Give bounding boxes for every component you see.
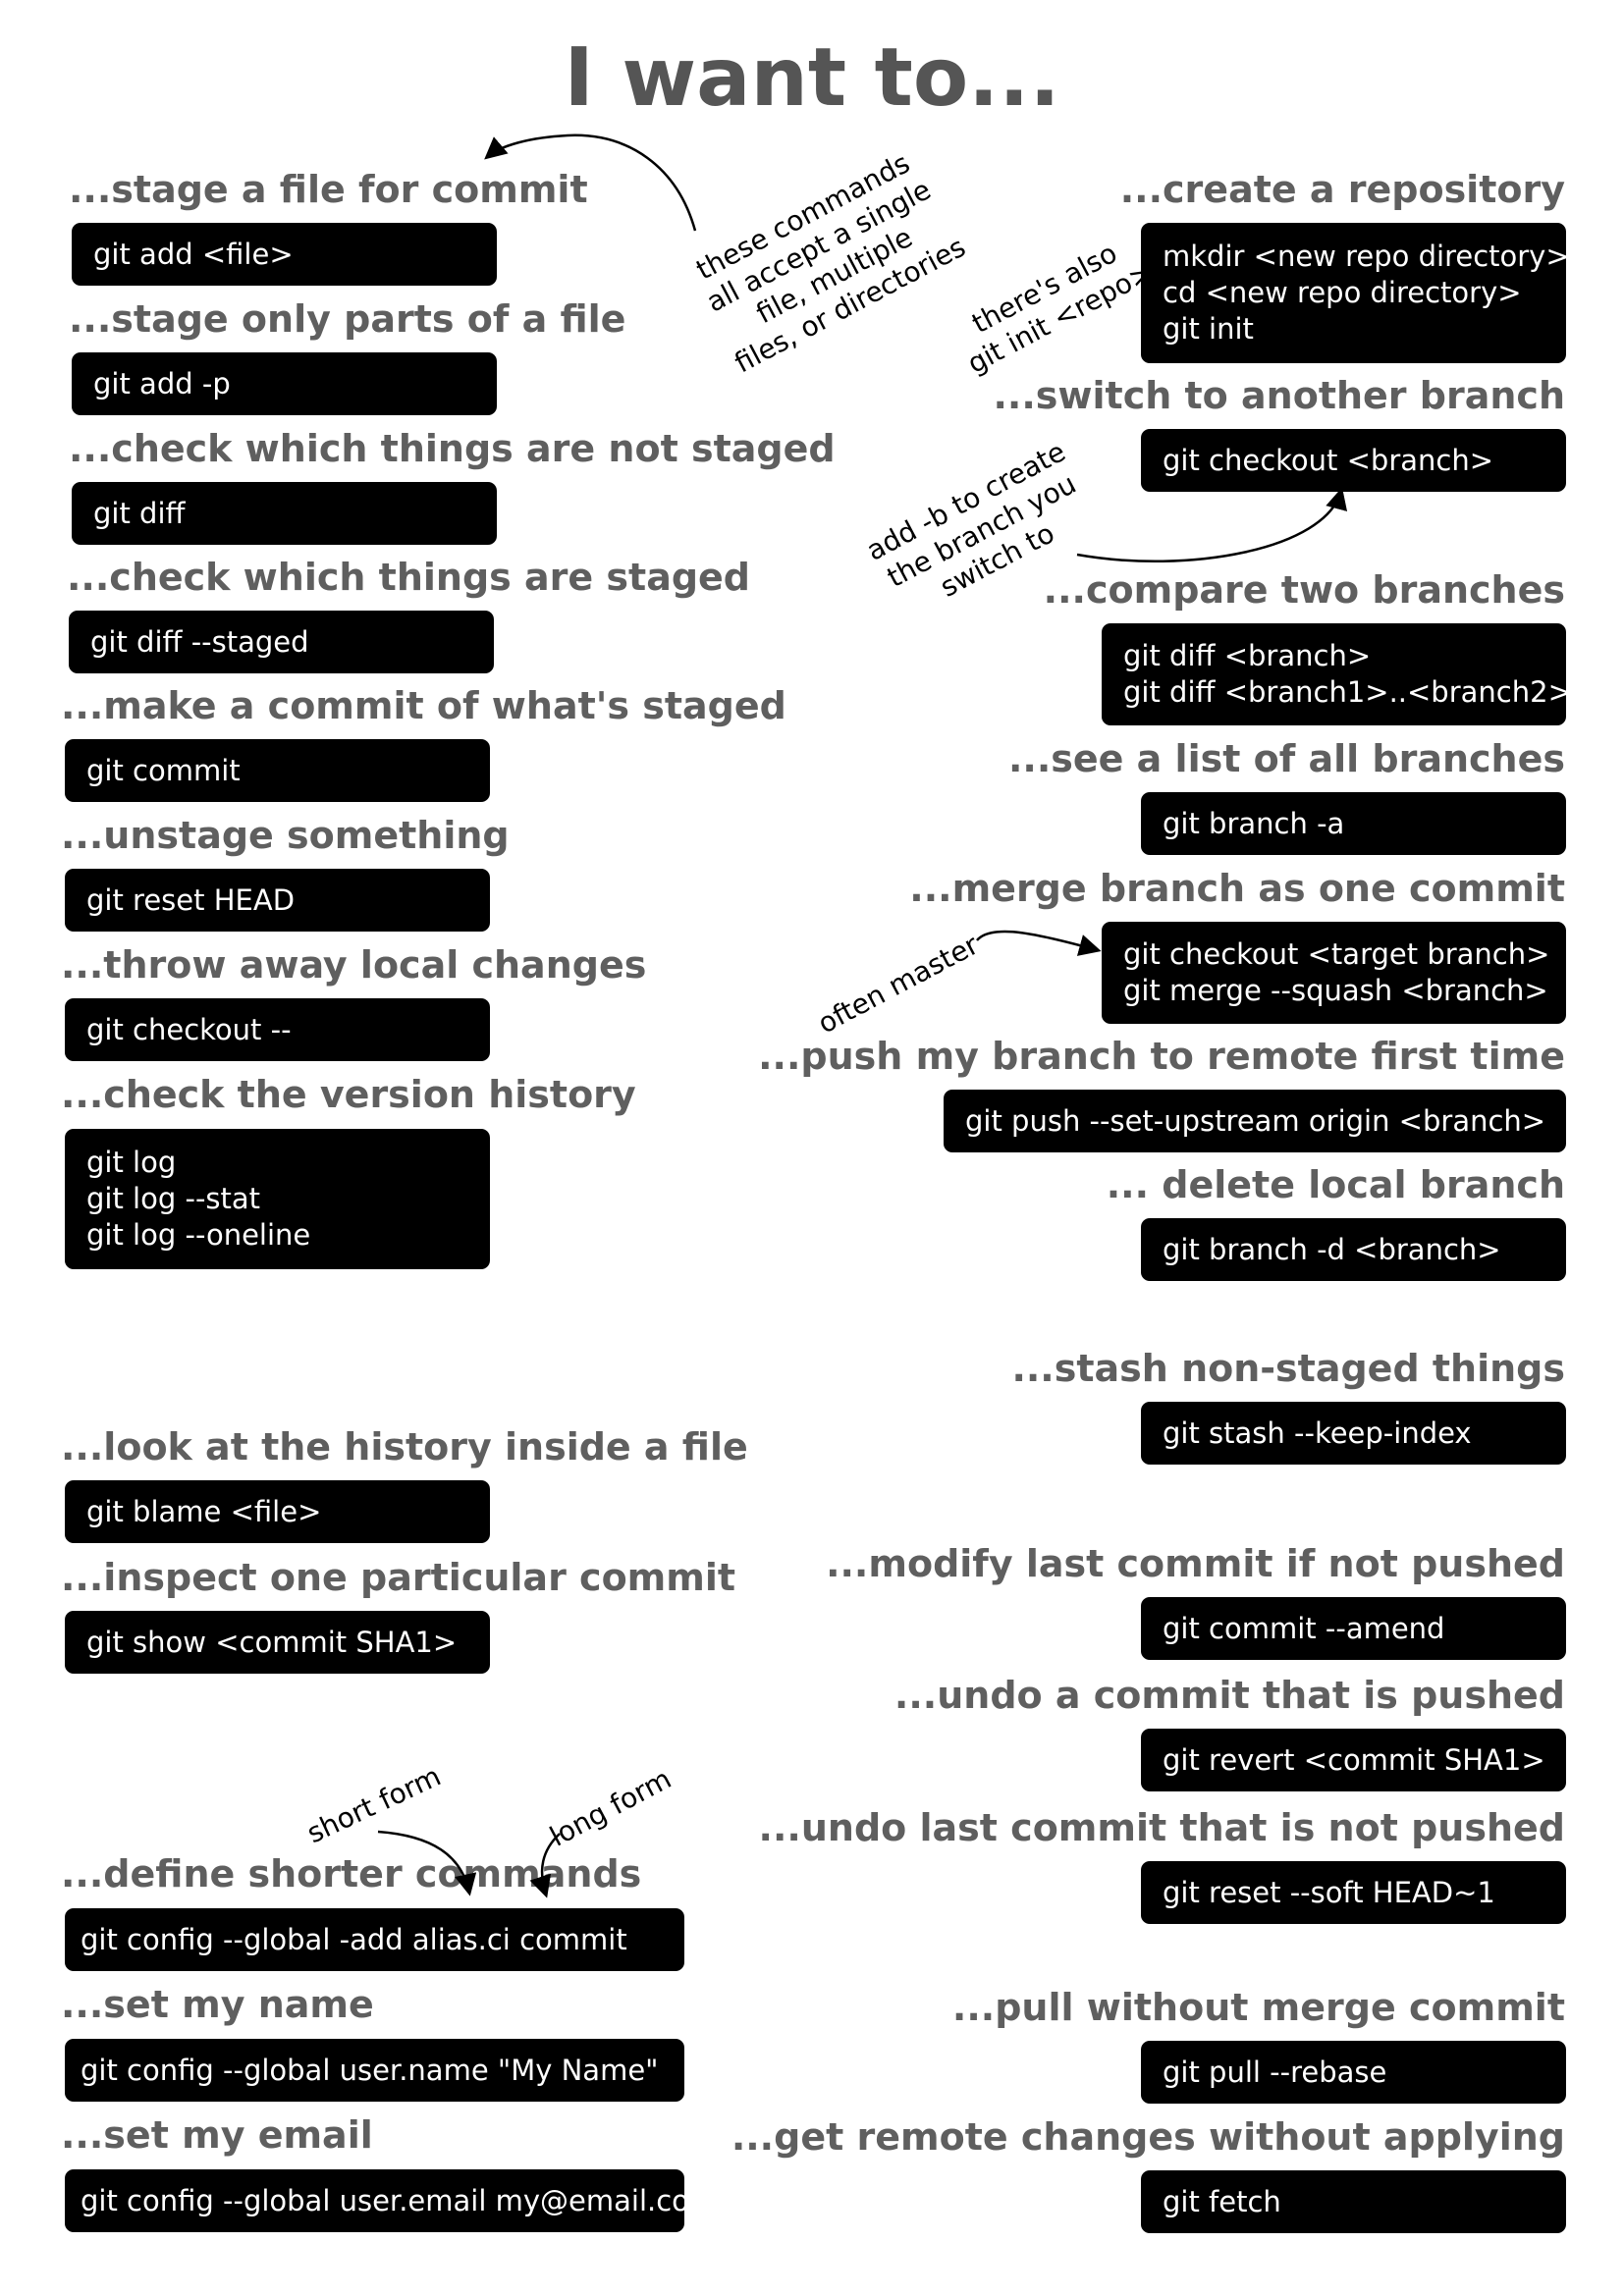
command-box-commit: git commit	[65, 739, 490, 802]
command-line: git config --global user.name "My Name"	[81, 2053, 659, 2087]
heading-revert: ...undo a commit that is pushed	[893, 1674, 1565, 1717]
heading-list-branches: ...see a list of all branches	[1007, 737, 1565, 780]
arrow-long-form	[529, 1833, 561, 1898]
heading-push-branch: ...push my branch to remote first time	[758, 1035, 1565, 1078]
command-line: git log	[86, 1146, 177, 1179]
heading-stash: ...stash non-staged things	[1011, 1347, 1565, 1390]
heading-delete-branch: ... delete local branch	[1106, 1163, 1565, 1206]
command-line: mkdir <new repo directory>	[1163, 240, 1570, 273]
heading-inspect-commit: ...inspect one particular commit	[61, 1556, 736, 1599]
command-box-unstage: git reset HEAD	[65, 869, 490, 932]
heading-not-staged: ...check which things are not staged	[69, 427, 836, 470]
command-box-stage-file: git add <file>	[72, 223, 497, 286]
command-line: git show <commit SHA1>	[86, 1625, 458, 1659]
command-line: git checkout <branch>	[1163, 443, 1494, 477]
heading-version-history: ...check the version history	[61, 1073, 636, 1116]
command-line: git reset --soft HEAD~1	[1163, 1875, 1495, 1909]
heading-unstage: ...unstage something	[61, 814, 510, 857]
arrow-single-file	[484, 133, 697, 232]
command-box-revert: git revert <commit SHA1>	[1141, 1729, 1566, 1791]
heading-history-file: ...look at the history inside a file	[61, 1425, 748, 1468]
command-line: git diff <branch>	[1123, 639, 1372, 672]
command-line: git blame <file>	[86, 1494, 322, 1528]
command-box-stage-parts: git add -p	[72, 352, 497, 415]
command-line: git config --global user.email my@email.…	[81, 2183, 718, 2217]
command-line: git commit --amend	[1163, 1611, 1445, 1645]
command-box-switch-branch: git checkout <branch>	[1141, 429, 1566, 492]
command-line: git config --global -add alias.ci commit	[81, 1922, 627, 1956]
command-box-compare-branches: git diff <branch> git diff <branch1>..<b…	[1102, 623, 1572, 725]
heading-switch-branch: ...switch to another branch	[993, 374, 1565, 417]
heading-stage-parts: ...stage only parts of a file	[69, 297, 626, 341]
command-box-list-branches: git branch -a	[1141, 792, 1566, 855]
command-box-amend: git commit --amend	[1141, 1597, 1566, 1660]
heading-reset-soft: ...undo last commit that is not pushed	[758, 1806, 1565, 1849]
command-box-set-email: git config --global user.email my@email.…	[65, 2169, 718, 2232]
command-line: git fetch	[1163, 2184, 1281, 2218]
command-line: git stash --keep-index	[1163, 1415, 1472, 1450]
command-line: git checkout <target branch>	[1123, 937, 1550, 971]
heading-merge-squash: ...merge branch as one commit	[909, 867, 1565, 910]
heading-stage-file: ...stage a file for commit	[69, 168, 588, 211]
heading-staged: ...check which things are staged	[67, 556, 751, 599]
heading-create-repo: ...create a repository	[1119, 168, 1565, 211]
command-box-history-file: git blame <file>	[65, 1480, 490, 1543]
command-box-delete-branch: git branch -d <branch>	[1141, 1218, 1566, 1281]
command-box-merge-squash: git checkout <target branch> git merge -…	[1102, 922, 1566, 1024]
command-box-version-history: git log git log --stat git log --oneline	[65, 1129, 490, 1269]
page-title: I want to...	[564, 31, 1060, 125]
command-line: git log --stat	[86, 1182, 261, 1215]
command-box-staged: git diff --staged	[69, 611, 494, 673]
arrow-short-form	[377, 1830, 477, 1896]
command-line: git add <file>	[93, 237, 294, 271]
command-line: git push --set-upstream origin <branch>	[965, 1103, 1546, 1138]
command-line: git branch -a	[1163, 806, 1345, 840]
command-line: git reset HEAD	[86, 882, 296, 917]
command-box-create-repo: mkdir <new repo directory> cd <new repo …	[1141, 223, 1570, 363]
heading-pull-rebase: ...pull without merge commit	[951, 1986, 1565, 2029]
heading-commit: ...make a commit of what's staged	[61, 684, 786, 727]
command-box-set-name: git config --global user.name "My Name"	[65, 2039, 684, 2102]
command-box-reset-soft: git reset --soft HEAD~1	[1141, 1861, 1566, 1924]
command-box-pull-rebase: git pull --rebase	[1141, 2041, 1566, 2104]
command-line: git revert <commit SHA1>	[1163, 1742, 1545, 1777]
heading-set-name: ...set my name	[61, 1983, 374, 2026]
heading-fetch: ...get remote changes without applying	[731, 2115, 1565, 2159]
command-box-push-branch: git push --set-upstream origin <branch>	[944, 1090, 1566, 1152]
arrow-checkout-b	[1076, 487, 1347, 563]
command-box-throw-away: git checkout --	[65, 998, 490, 1061]
command-line: git diff --staged	[90, 624, 309, 659]
arrow-often-master	[976, 930, 1102, 956]
command-box-stash: git stash --keep-index	[1141, 1402, 1566, 1465]
heading-compare-branches: ...compare two branches	[1043, 568, 1565, 612]
command-box-inspect-commit: git show <commit SHA1>	[65, 1611, 490, 1674]
command-line: cd <new repo directory>	[1163, 276, 1522, 309]
command-line: git add -p	[93, 366, 231, 400]
command-line: git pull --rebase	[1163, 2055, 1387, 2089]
heading-set-email: ...set my email	[61, 2113, 373, 2157]
command-box-not-staged: git diff	[72, 482, 497, 545]
command-line: git init	[1163, 312, 1254, 346]
command-line: git checkout --	[86, 1012, 292, 1046]
heading-throw-away: ...throw away local changes	[61, 943, 647, 987]
command-line: git merge --squash <branch>	[1123, 974, 1548, 1007]
command-line: git diff <branch1>..<branch2>	[1123, 675, 1572, 709]
command-line: git branch -d <branch>	[1163, 1232, 1501, 1266]
command-line: git diff	[93, 496, 186, 530]
command-line: git commit	[86, 753, 241, 787]
command-box-shorter-commands: git config --global -add alias.ci commit	[65, 1908, 684, 1971]
heading-amend: ...modify last commit if not pushed	[826, 1542, 1565, 1585]
command-line: git log --oneline	[86, 1218, 311, 1252]
command-box-fetch: git fetch	[1141, 2170, 1566, 2233]
